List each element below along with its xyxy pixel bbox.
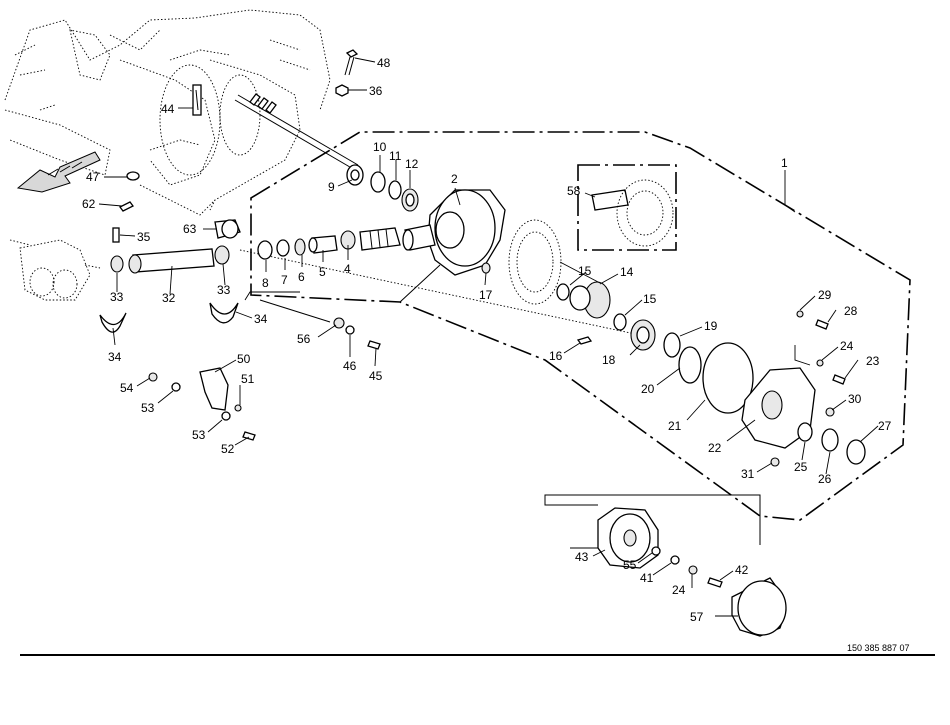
callout-31: 31 [741, 467, 755, 481]
callout-58: 58 [567, 184, 581, 198]
callout-41: 41 [640, 571, 654, 585]
callout-36: 36 [369, 84, 383, 98]
callout-18: 18 [602, 353, 616, 367]
callout-32: 32 [162, 291, 176, 305]
bracket-group [148, 367, 256, 441]
callout-45: 45 [369, 369, 383, 383]
callout-15a: 15 [578, 264, 592, 278]
callout-55: 55 [623, 558, 637, 572]
callout-46: 46 [343, 359, 357, 373]
callout-7: 7 [281, 273, 288, 287]
callout-9: 9 [328, 180, 335, 194]
callout-2: 2 [451, 172, 458, 186]
callout-8: 8 [262, 276, 269, 290]
callout-12: 12 [405, 157, 419, 171]
callout-16: 16 [549, 349, 563, 363]
callout-10: 10 [373, 140, 387, 154]
callout-63: 63 [183, 222, 197, 236]
callout-24b: 24 [672, 583, 686, 597]
callout-33a: 33 [110, 290, 124, 304]
callout-35: 35 [137, 230, 151, 244]
callout-30: 30 [848, 392, 862, 406]
callout-labels: 1 2 4 5 6 7 8 9 10 11 12 14 15 15 16 17 … [82, 56, 892, 624]
callout-4: 4 [344, 262, 351, 276]
callout-27: 27 [878, 419, 892, 433]
callout-33b: 33 [217, 283, 231, 297]
callout-53a: 53 [141, 401, 155, 415]
callout-54: 54 [120, 381, 134, 395]
assembly-boundary [250, 131, 911, 521]
subassembly-boundary-58 [577, 164, 677, 251]
callout-28: 28 [844, 304, 858, 318]
callout-20: 20 [641, 382, 655, 396]
callout-56: 56 [297, 332, 311, 346]
callout-21: 21 [668, 419, 682, 433]
motor-group [544, 494, 787, 637]
callout-43: 43 [575, 550, 589, 564]
callout-26: 26 [818, 472, 832, 486]
callout-52: 52 [221, 442, 235, 456]
callout-11: 11 [389, 149, 402, 163]
callout-23: 23 [866, 354, 880, 368]
small-fasteners-center [333, 317, 381, 350]
callout-50: 50 [237, 352, 251, 366]
callout-48: 48 [377, 56, 391, 70]
callout-34a: 34 [108, 350, 122, 364]
callout-15b: 15 [643, 292, 657, 306]
callout-42: 42 [735, 563, 749, 577]
callout-6: 6 [298, 270, 305, 284]
callout-34b: 34 [254, 312, 268, 326]
callout-44: 44 [161, 102, 175, 116]
callout-19: 19 [704, 319, 718, 333]
callout-1: 1 [781, 156, 788, 170]
callout-5: 5 [319, 265, 326, 279]
machine-frame-assembly [4, 9, 359, 216]
callout-62: 62 [82, 197, 96, 211]
callout-29: 29 [818, 288, 832, 302]
leader-lines [98, 57, 879, 617]
callout-14: 14 [620, 265, 634, 279]
callout-24a: 24 [840, 339, 854, 353]
callout-25: 25 [794, 460, 808, 474]
callout-53b: 53 [192, 428, 206, 442]
callout-57: 57 [690, 610, 704, 624]
main-axis-parts [9, 164, 866, 467]
callout-17: 17 [479, 288, 493, 302]
callout-22: 22 [708, 441, 722, 455]
callout-51: 51 [241, 372, 255, 386]
callout-47: 47 [86, 170, 100, 184]
document-number: 150 385 887 07 [847, 643, 910, 653]
